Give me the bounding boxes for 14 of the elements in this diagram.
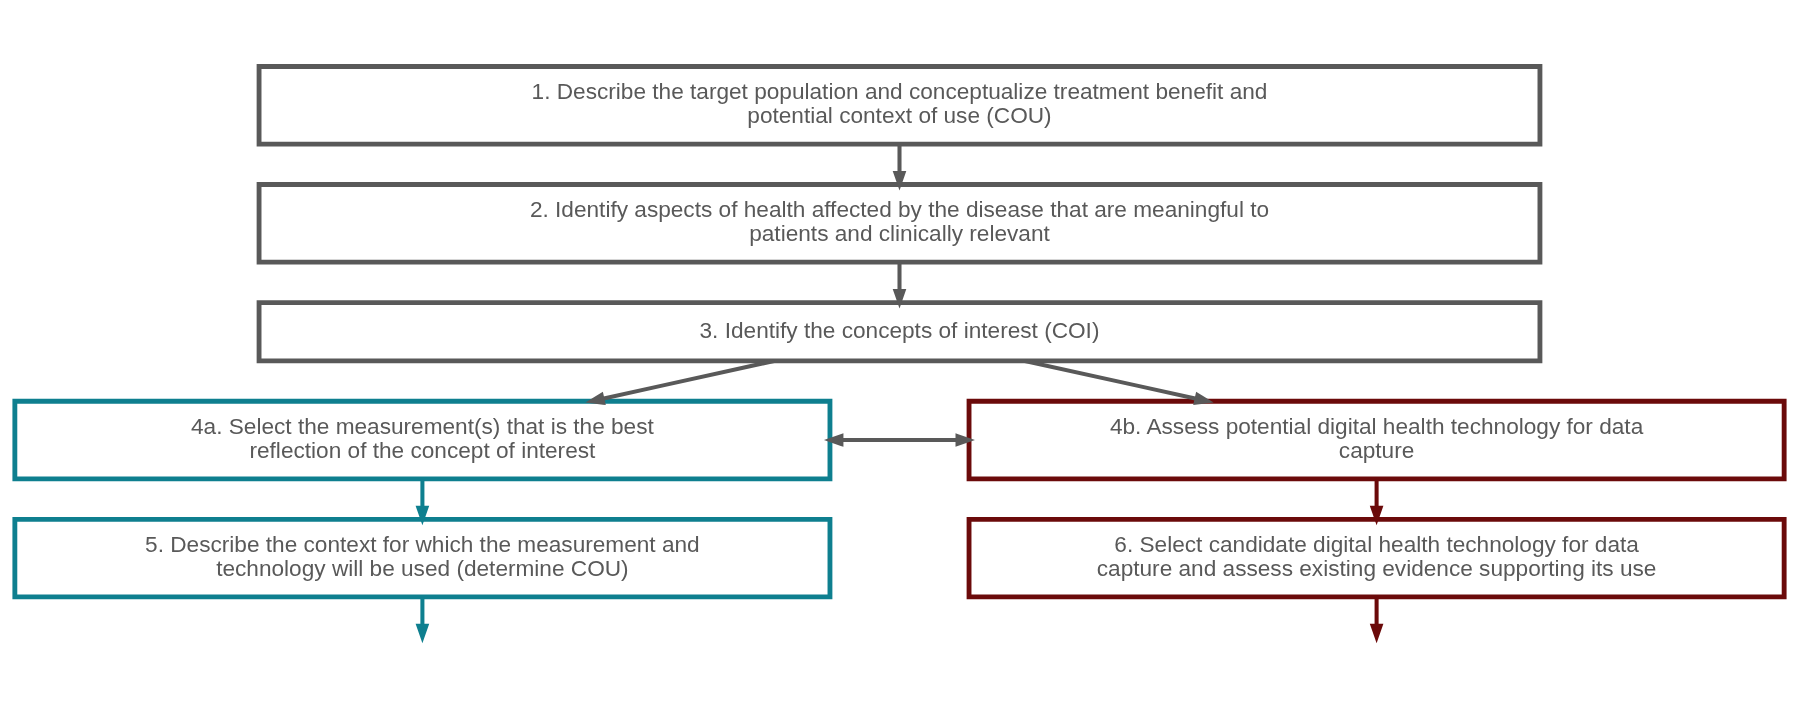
- arrow: [415, 597, 430, 644]
- node-box: 3. Identify the concepts of interest (COI): [256, 300, 1543, 364]
- node-box: 4a. Select the measurement(s) that is the best reflection of the concept of interest: [12, 398, 833, 482]
- node-box: 2. Identify aspects of health affected by the disease that are meaningful to patients and clinically relevant: [256, 182, 1543, 265]
- arrow: [415, 479, 430, 526]
- node-box: 1. Describe the target population and conceptualize treatment benefit and potential context of use (COU): [256, 64, 1543, 147]
- node-box: 5. Describe the context for which the measurement and technology will be used (determine COU): [12, 516, 833, 600]
- arrow: [892, 144, 907, 191]
- arrow: [1369, 479, 1384, 526]
- arrow: [892, 262, 907, 309]
- node-box: 4b. Assess potential digital health technology for data capture: [966, 398, 1787, 482]
- node-box: 6. Select candidate digital health technology for data capture and assess existing evidence supporting its use: [966, 516, 1787, 600]
- arrow: [1369, 597, 1384, 644]
- arrow: [823, 433, 975, 447]
